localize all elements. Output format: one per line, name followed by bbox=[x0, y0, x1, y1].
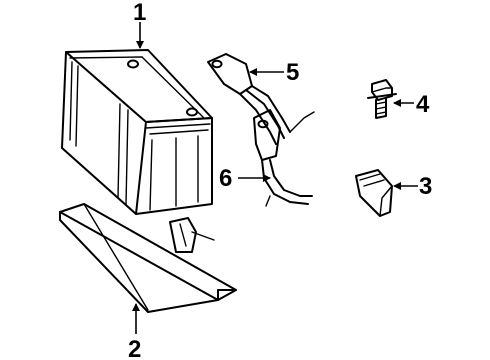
hold-down-nut-illustration bbox=[355, 169, 393, 217]
bolt-illustration bbox=[367, 79, 397, 119]
callout-1: 1 bbox=[133, 0, 146, 26]
callout-2: 2 bbox=[128, 336, 141, 360]
callout-5: 5 bbox=[286, 59, 299, 86]
cable-clamp-illustration bbox=[207, 53, 315, 145]
callout-3: 3 bbox=[419, 173, 432, 200]
battery-tray-illustration bbox=[59, 203, 237, 313]
battery-illustration bbox=[61, 49, 213, 215]
cable-terminal-illustration bbox=[253, 109, 313, 207]
callout-6: 6 bbox=[219, 165, 232, 192]
callout-4: 4 bbox=[416, 91, 430, 118]
